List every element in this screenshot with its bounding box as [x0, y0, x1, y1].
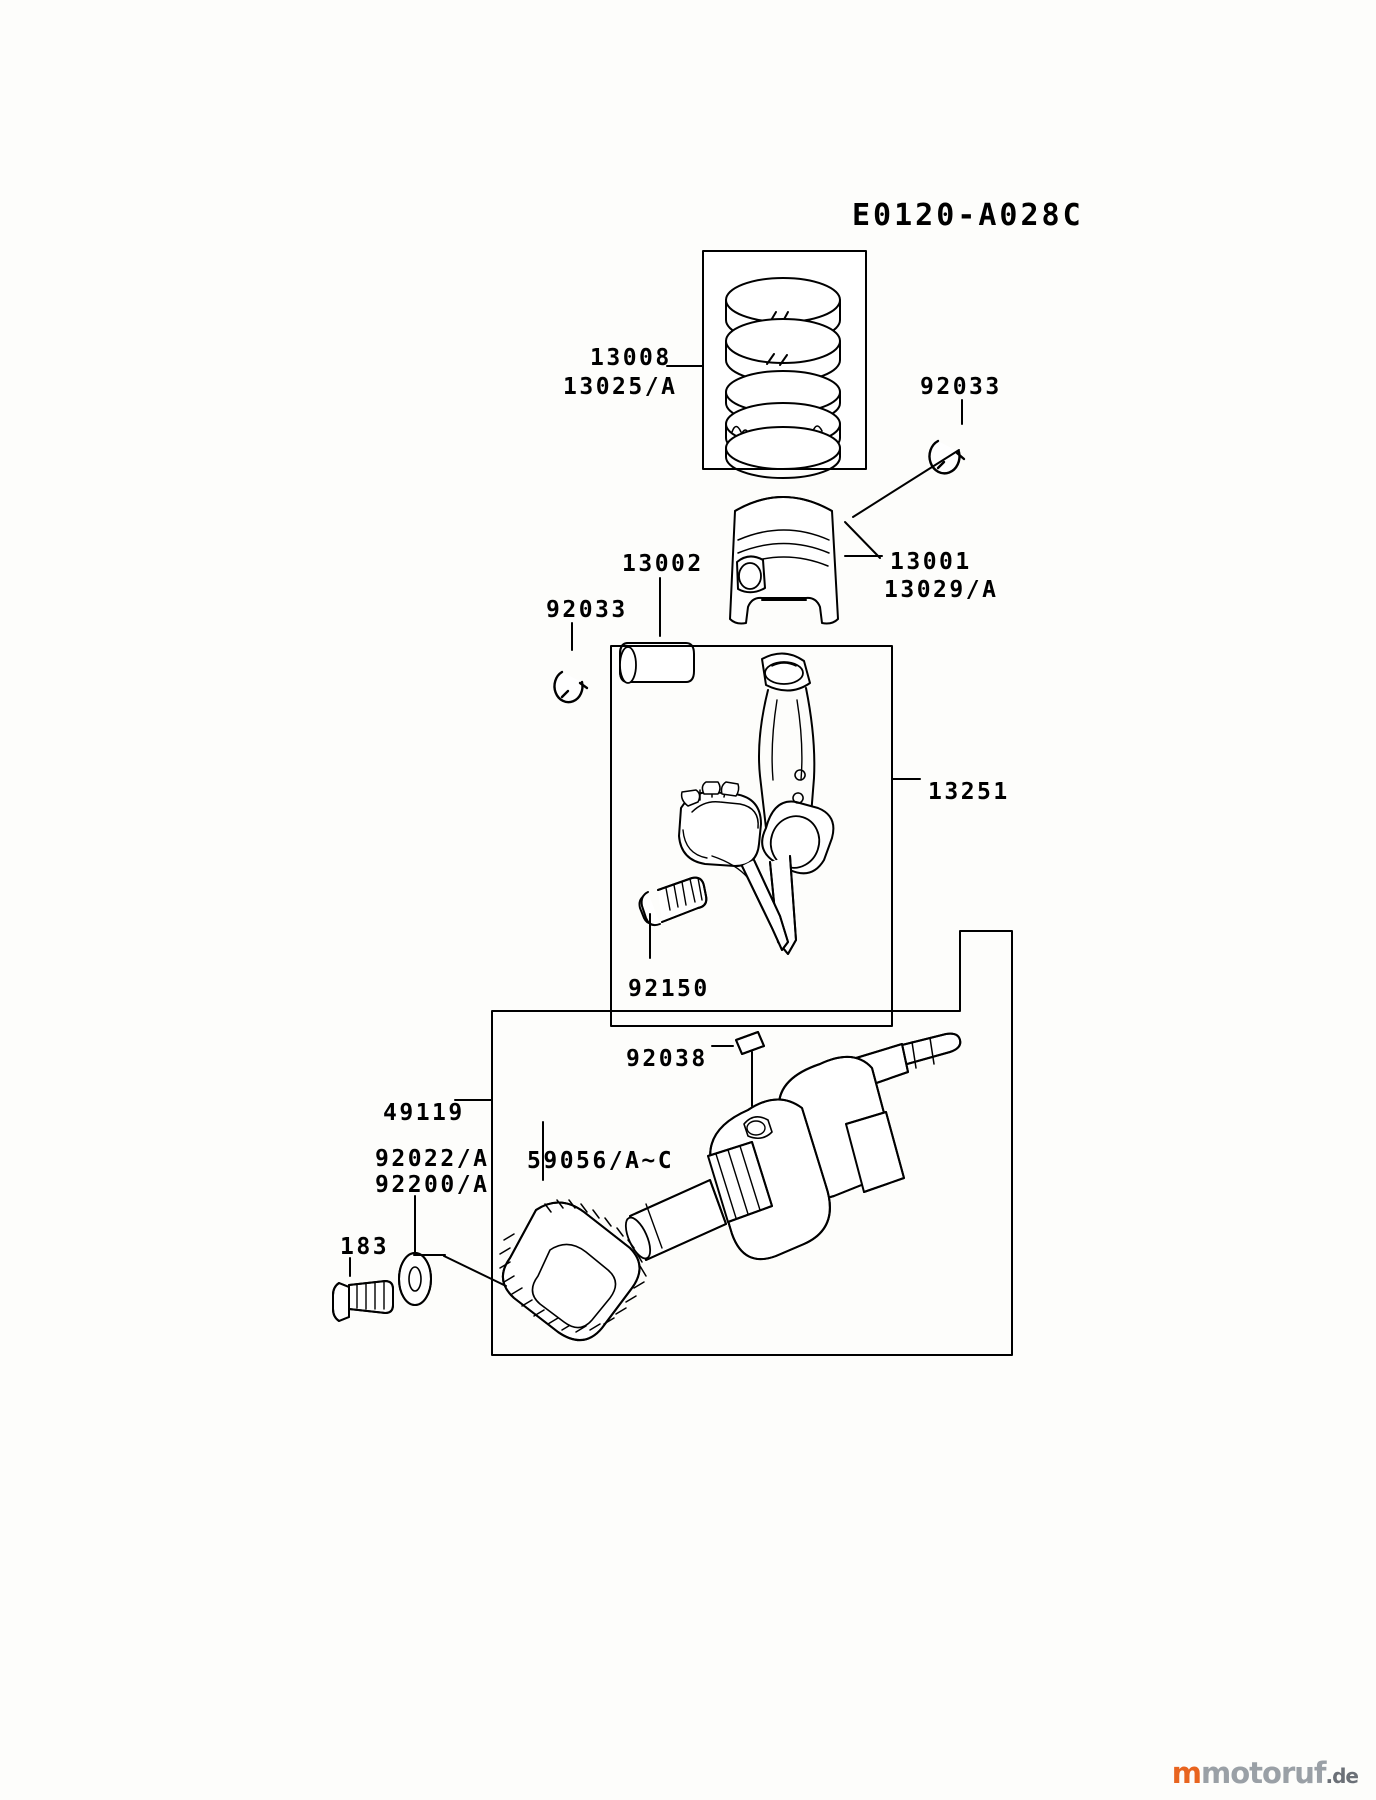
part-label-13002: 13002: [622, 551, 704, 577]
oil-ring-rail-lower: [725, 426, 841, 479]
piston-pin: [619, 577, 695, 684]
part-label-13025a: 13025/A: [563, 374, 678, 400]
connecting-rod-cap: [678, 781, 789, 951]
part-label-13251: 13251: [928, 779, 1010, 805]
crankshaft: [624, 1032, 962, 1261]
piston-ring-box: [666, 250, 867, 479]
woodruff-key: [711, 1031, 765, 1107]
watermark-brand: motoruf: [1201, 1756, 1326, 1790]
piston: [729, 496, 883, 625]
bolt: [332, 1257, 394, 1322]
crank-gear: [499, 1121, 647, 1341]
part-label-92033-lower: 92033: [546, 597, 628, 623]
watermark-suffix: .de: [1325, 1764, 1359, 1788]
watermark: mmotoruf.de: [1171, 1756, 1359, 1790]
part-label-92200a: 92200/A: [375, 1172, 490, 1198]
connecting-rod: [758, 652, 835, 955]
circlip-upper: [852, 399, 966, 518]
part-label-92022a: 92022/A: [375, 1146, 490, 1172]
part-label-13001: 13001: [890, 549, 972, 575]
page-title: E0120-A028C: [852, 198, 1084, 233]
part-label-92150: 92150: [628, 976, 710, 1002]
part-label-49119: 49119: [383, 1100, 465, 1126]
oil-ring-rail-upper: [725, 370, 841, 425]
part-label-13029a: 13029/A: [884, 577, 999, 603]
crankshaft-box: [454, 930, 1013, 1356]
part-label-92038: 92038: [626, 1046, 708, 1072]
connecting-rod-bolt: [638, 876, 708, 959]
part-label-13008: 13008: [590, 345, 672, 371]
part-label-59056: 59056/A~C: [527, 1148, 675, 1174]
part-label-183: 183: [340, 1234, 390, 1260]
connecting-rod-box: [610, 645, 921, 1027]
part-label-92033-upper: 92033: [920, 374, 1002, 400]
washer: [398, 1195, 507, 1306]
circlip-lower: [553, 622, 589, 704]
